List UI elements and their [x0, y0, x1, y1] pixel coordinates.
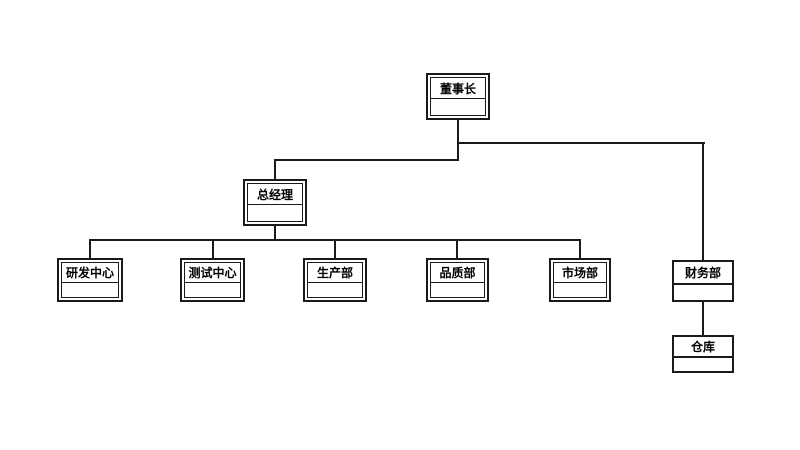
org-node-chairman-label: 董事长: [431, 78, 485, 100]
connector-chairman-finance-v: [702, 142, 704, 260]
org-node-quality-dept-label: 品质部: [431, 263, 484, 283]
connector-drop-quality-dept: [456, 239, 458, 258]
org-node-general-manager[interactable]: 总经理: [243, 179, 307, 226]
org-node-production-dept[interactable]: 生产部: [303, 258, 367, 302]
org-node-finance-dept-notes: [674, 284, 732, 300]
connector-chairman-gm-h: [274, 159, 459, 161]
org-node-production-dept-notes: [308, 282, 362, 297]
connector-chairman-gm-v: [274, 159, 276, 179]
org-node-rd-center[interactable]: 研发中心: [57, 258, 123, 302]
connector-drop-rd-center: [89, 239, 91, 258]
org-node-quality-dept[interactable]: 品质部: [426, 258, 489, 302]
org-node-rd-center-label: 研发中心: [62, 263, 118, 283]
org-node-quality-dept-notes: [431, 282, 484, 297]
org-node-chairman-notes: [431, 99, 485, 115]
connector-drop-test-center: [212, 239, 214, 258]
org-node-test-center-notes: [185, 282, 240, 297]
org-node-marketing-dept[interactable]: 市场部: [549, 258, 611, 302]
org-node-test-center[interactable]: 测试中心: [180, 258, 245, 302]
org-node-warehouse-label: 仓库: [674, 337, 732, 358]
connector-drop-production-dept: [334, 239, 336, 258]
connector-gm-stem: [274, 226, 276, 241]
org-node-rd-center-notes: [62, 282, 118, 297]
org-node-general-manager-notes: [248, 205, 302, 221]
org-node-production-dept-label: 生产部: [308, 263, 362, 283]
connector-chairman-stem: [457, 119, 459, 161]
connector-drop-marketing-dept: [579, 239, 581, 258]
org-node-warehouse-notes: [674, 357, 732, 371]
org-node-chairman[interactable]: 董事长: [426, 73, 490, 120]
org-node-test-center-label: 测试中心: [185, 263, 240, 283]
org-node-marketing-dept-notes: [554, 282, 606, 297]
org-node-marketing-dept-label: 市场部: [554, 263, 606, 283]
connector-finance-warehouse: [702, 302, 704, 335]
org-node-general-manager-label: 总经理: [248, 184, 302, 206]
connector-chairman-finance-h: [457, 142, 705, 144]
org-node-finance-dept-label: 财务部: [674, 262, 732, 285]
org-node-warehouse[interactable]: 仓库: [672, 335, 734, 373]
org-node-finance-dept[interactable]: 财务部: [672, 260, 734, 302]
